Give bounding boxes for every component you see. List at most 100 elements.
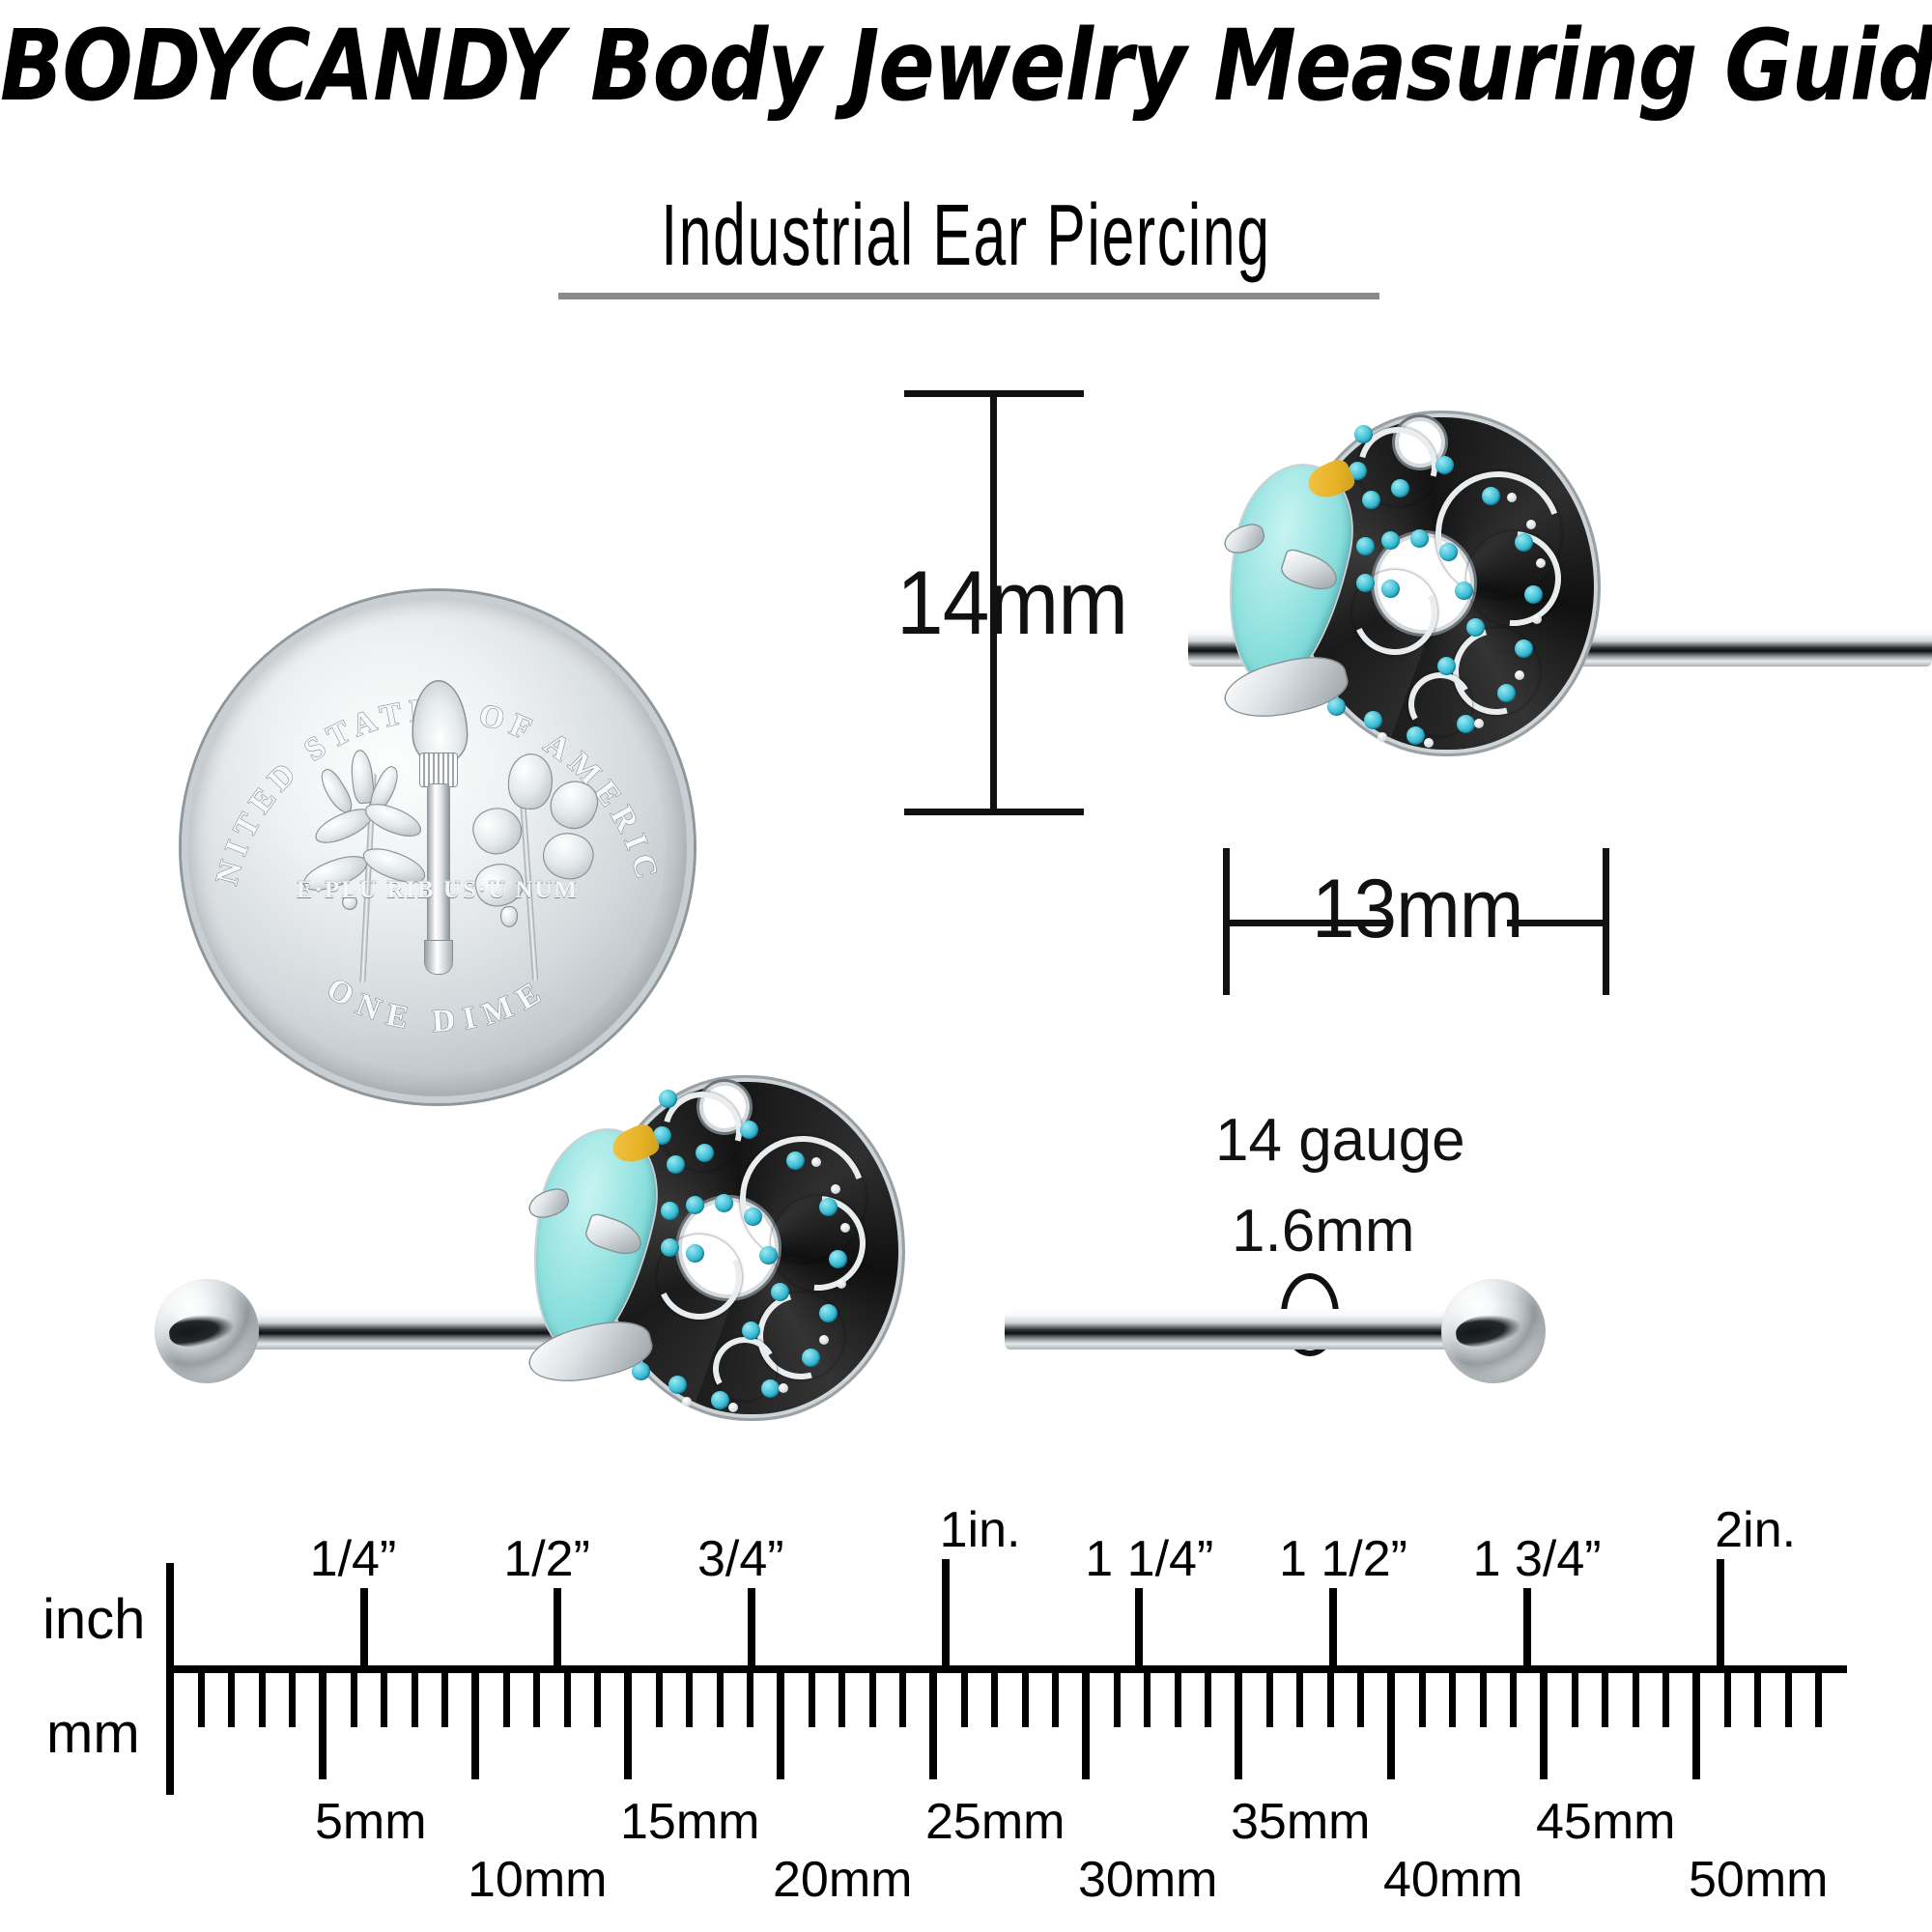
ruler-mm-label: 25mm [925, 1794, 1065, 1850]
ruler-mm-tick [991, 1673, 999, 1727]
ruler-mm-label: 5mm [315, 1794, 427, 1850]
coin-bottom-legend: ONE DIME [320, 971, 554, 1039]
ruler-mm-label: 50mm [1689, 1852, 1829, 1908]
ruler-inch-tick [359, 1588, 368, 1665]
dolphin-charm-top [1208, 386, 1613, 792]
ruler-mm-tick [1815, 1673, 1823, 1727]
ruler-mm-tick [1784, 1673, 1792, 1727]
ruler-mm-major-tick [1387, 1673, 1395, 1779]
ruler-mm-tick [563, 1673, 571, 1727]
ruler-mm-tick [1418, 1673, 1426, 1727]
ruler-mm-major-tick [1692, 1673, 1700, 1779]
page-title: BODYCANDY Body Jewelry Measuring Guide [0, 9, 1932, 124]
ruler-mm-tick [1144, 1673, 1151, 1727]
ruler-inch-label: 1 3/4” [1472, 1531, 1602, 1587]
ruler-mm-major-tick [1540, 1673, 1548, 1779]
ruler-mm-tick [502, 1673, 510, 1727]
ruler-mm-tick [1571, 1673, 1578, 1727]
ruler-mm-label: 15mm [620, 1794, 760, 1850]
barbell-ball-right [1441, 1279, 1546, 1383]
ruler-mm-tick [1662, 1673, 1670, 1727]
gauge-label: 14 gauge [1215, 1107, 1465, 1174]
ruler-mm-tick [868, 1673, 876, 1727]
section-title-container: Industrial Ear Piercing [0, 189, 1932, 280]
barbell-ball-left [155, 1279, 259, 1383]
ruler-mm-label: 45mm [1536, 1794, 1676, 1850]
ruler-mm-tick [411, 1673, 418, 1727]
height-dimension-label: 14mm [896, 552, 1128, 653]
ruler-mm-tick [1052, 1673, 1060, 1727]
ruler-mm-tick [1205, 1673, 1212, 1727]
ruler-mm-tick [1602, 1673, 1609, 1727]
ruler-mm-tick [228, 1673, 236, 1727]
ruler-mm-tick [1632, 1673, 1639, 1727]
industrial-barbell [155, 1076, 1565, 1441]
ruler-mm-tick [1479, 1673, 1487, 1727]
ruler-mm-major-tick [471, 1673, 479, 1779]
ruler-inch-label: 1 1/4” [1085, 1531, 1214, 1587]
ruler-inch-tick [1717, 1559, 1725, 1665]
ruler-mm-tick [197, 1673, 205, 1727]
ruler-mm-tick [1113, 1673, 1121, 1727]
ruler-inch-label: 1in. [939, 1502, 1021, 1558]
ruler-mm-tick [289, 1673, 297, 1727]
ruler-mm-tick [960, 1673, 968, 1727]
olive-branch-icon [298, 744, 442, 985]
barbell-shaft-right [1005, 1309, 1449, 1350]
ruler-mm-tick [747, 1673, 754, 1727]
ruler-mm-label: 20mm [773, 1852, 913, 1908]
gauge-mm-label: 1.6mm [1232, 1198, 1415, 1264]
ruler-mm-axis-label: mm [46, 1702, 140, 1765]
ruler-mm-tick [716, 1673, 724, 1727]
ruler-mm-major-tick [319, 1673, 327, 1779]
ruler-inch-tick [1135, 1588, 1144, 1665]
ruler-mm-tick [1174, 1673, 1181, 1727]
ruler-mm-tick [1510, 1673, 1518, 1727]
ruler-mm-tick [655, 1673, 663, 1727]
ruler-inch-label: 2in. [1715, 1502, 1797, 1558]
torch-collar [420, 753, 457, 786]
ruler-inch-tick [1328, 1588, 1337, 1665]
section-title-underline [558, 293, 1379, 299]
coin-motto-text: E·PLU RIB US·U NUM [296, 877, 580, 903]
ruler-mm-tick [1326, 1673, 1334, 1727]
ruler-mm-tick [1021, 1673, 1029, 1727]
width-dimension-right-rail [1507, 920, 1608, 926]
ruler-inch-axis-label: inch [43, 1588, 146, 1651]
ruler-inch-label: 3/4” [696, 1531, 784, 1587]
ruler-inch-tick [554, 1588, 562, 1665]
ruler-mm-major-tick [929, 1673, 937, 1779]
ruler-zero-line [166, 1563, 174, 1795]
dolphin-charm-bottom [512, 1051, 918, 1457]
ruler-inch-label: 1/2” [503, 1531, 590, 1587]
ruler-mm-tick [594, 1673, 602, 1727]
width-dimension-left-rail [1225, 920, 1389, 926]
width-dimension-label: 13mm [1312, 863, 1523, 955]
coin-bottom-arc-text: ONE DIME [321, 972, 554, 1039]
height-dimension-bottom-cap [904, 809, 1084, 815]
ruler-inch-tick [747, 1588, 755, 1665]
ruler-baseline [166, 1665, 1847, 1673]
ruler-mm-tick [1449, 1673, 1457, 1727]
ruler-mm-tick [350, 1673, 357, 1727]
ruler-mm-major-tick [777, 1673, 784, 1779]
ruler-mm-tick [441, 1673, 449, 1727]
ruler-mm-tick [899, 1673, 907, 1727]
ruler-mm-tick [258, 1673, 266, 1727]
ruler-mm-tick [1265, 1673, 1273, 1727]
ruler-mm-label: 35mm [1231, 1794, 1371, 1850]
ruler-mm-label: 30mm [1078, 1852, 1218, 1908]
ruler-mm-tick [1296, 1673, 1304, 1727]
ruler-mm-tick [808, 1673, 815, 1727]
ruler-mm-label: 40mm [1383, 1852, 1523, 1908]
ruler-mm-tick [1357, 1673, 1365, 1727]
torch-base [425, 941, 452, 974]
dime-coin-illustration: UNITED STATES OF AMERICA E·PLU RIB US·U … [182, 591, 694, 1103]
section-title: Industrial Ear Piercing [661, 185, 1271, 284]
ruler-inch-tick [941, 1559, 950, 1665]
ruler-mm-major-tick [1235, 1673, 1242, 1779]
height-dimension-stem [990, 390, 997, 815]
ruler-mm-label: 10mm [468, 1852, 608, 1908]
ruler-mm-tick [1723, 1673, 1731, 1727]
